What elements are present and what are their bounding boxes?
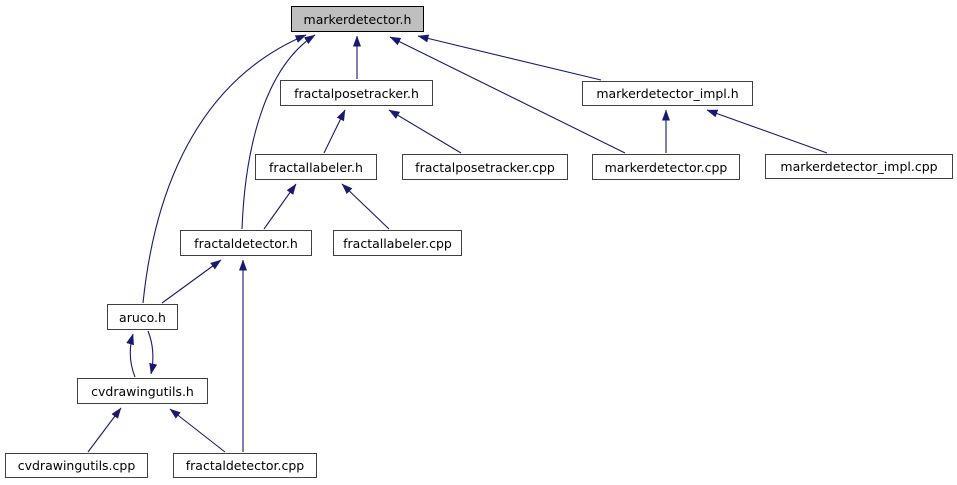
edge-fractalposetracker_cpp-to-fractalposetracker_h	[388, 109, 462, 154]
graph-node-fractaldetector-h[interactable]: fractaldetector.h	[180, 230, 312, 256]
edge-markerdetector_impl_cpp-to-markerdetector_impl_h	[706, 109, 828, 154]
edge-markerdetector_impl_h-to-markerdetector_h	[417, 34, 602, 81]
edge-fractallabeler_cpp-to-fractallabeler_h	[341, 183, 390, 230]
graph-node-aruco-h[interactable]: aruco.h	[107, 304, 178, 330]
edge-aruco_h-to-fractaldetector_h	[161, 259, 222, 304]
edge-fractaldetector_h-to-markerdetector_h	[241, 34, 316, 230]
edge-cvdrawingutils_cpp-to-cvdrawingutils_h	[87, 407, 122, 453]
graph-node-fractalposetracker-h[interactable]: fractalposetracker.h	[280, 80, 433, 106]
graph-node-markerdetector-impl-h[interactable]: markerdetector_impl.h	[582, 81, 753, 106]
graph-node-fractallabeler-h[interactable]: fractallabeler.h	[255, 154, 377, 180]
edge-fractallabeler_h-to-fractalposetracker_h	[323, 109, 346, 154]
graph-node-fractalposetracker-cpp[interactable]: fractalposetracker.cpp	[402, 154, 568, 180]
edge-fractaldetector_h-to-fractallabeler_h	[263, 183, 297, 230]
edge-cvdrawingutils_h-to-aruco_h	[126, 333, 136, 378]
graph-node-markerdetector-impl-cpp[interactable]: markerdetector_impl.cpp	[765, 154, 953, 179]
edge-fractaldetector_cpp-to-cvdrawingutils_h	[169, 408, 226, 453]
graph-node-cvdrawingutils-cpp[interactable]: cvdrawingutils.cpp	[5, 453, 148, 478]
graph-node-markerdetector-h: markerdetector.h	[291, 6, 424, 32]
edge-aruco_h-to-cvdrawingutils_h	[147, 330, 158, 375]
graph-node-fractallabeler-cpp[interactable]: fractallabeler.cpp	[333, 230, 462, 256]
graph-node-fractaldetector-cpp[interactable]: fractaldetector.cpp	[173, 453, 317, 478]
graph-node-markerdetector-cpp[interactable]: markerdetector.cpp	[592, 154, 740, 180]
graph-node-cvdrawingutils-h[interactable]: cvdrawingutils.h	[77, 378, 208, 404]
